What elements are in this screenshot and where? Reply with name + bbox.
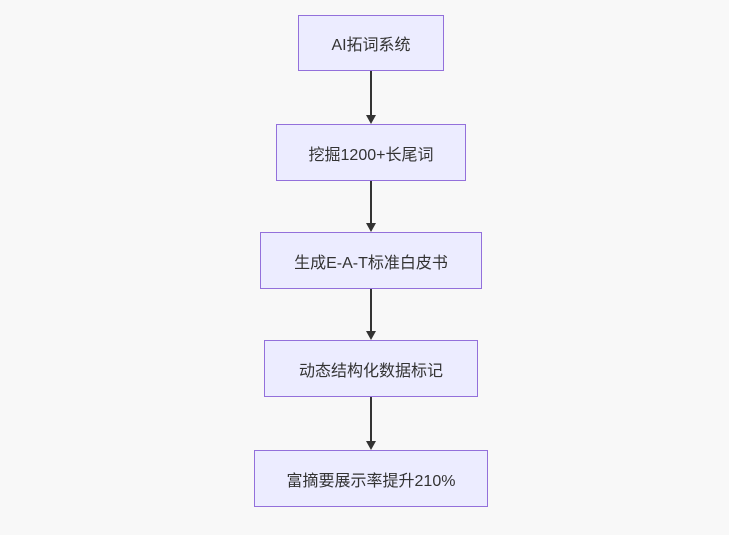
flow-node-eat-whitepaper: 生成E-A-T标准白皮书	[260, 232, 482, 289]
flow-node-rich-snippet-result: 富摘要展示率提升210%	[254, 450, 488, 507]
edge-line-3	[370, 289, 372, 331]
flow-node-ai-keyword-system: AI拓词系统	[298, 15, 444, 71]
edge-line-1	[370, 71, 372, 116]
arrowhead-icon	[366, 331, 376, 340]
edge-line-2	[370, 181, 372, 223]
flow-node-label: AI拓词系统	[331, 37, 411, 54]
flow-node-label: 富摘要展示率提升210%	[286, 472, 456, 490]
flow-node-structured-data: 动态结构化数据标记	[264, 340, 478, 397]
arrowhead-icon	[366, 223, 376, 232]
flow-node-label: 挖掘1200+长尾词	[308, 146, 434, 164]
arrowhead-icon	[366, 441, 376, 450]
flow-node-label: 生成E-A-T标准白皮书	[294, 254, 448, 272]
flow-node-label: 动态结构化数据标记	[298, 362, 443, 380]
edge-line-4	[370, 397, 372, 441]
flow-node-longtail-mining: 挖掘1200+长尾词	[276, 124, 466, 181]
arrowhead-icon	[366, 115, 376, 124]
